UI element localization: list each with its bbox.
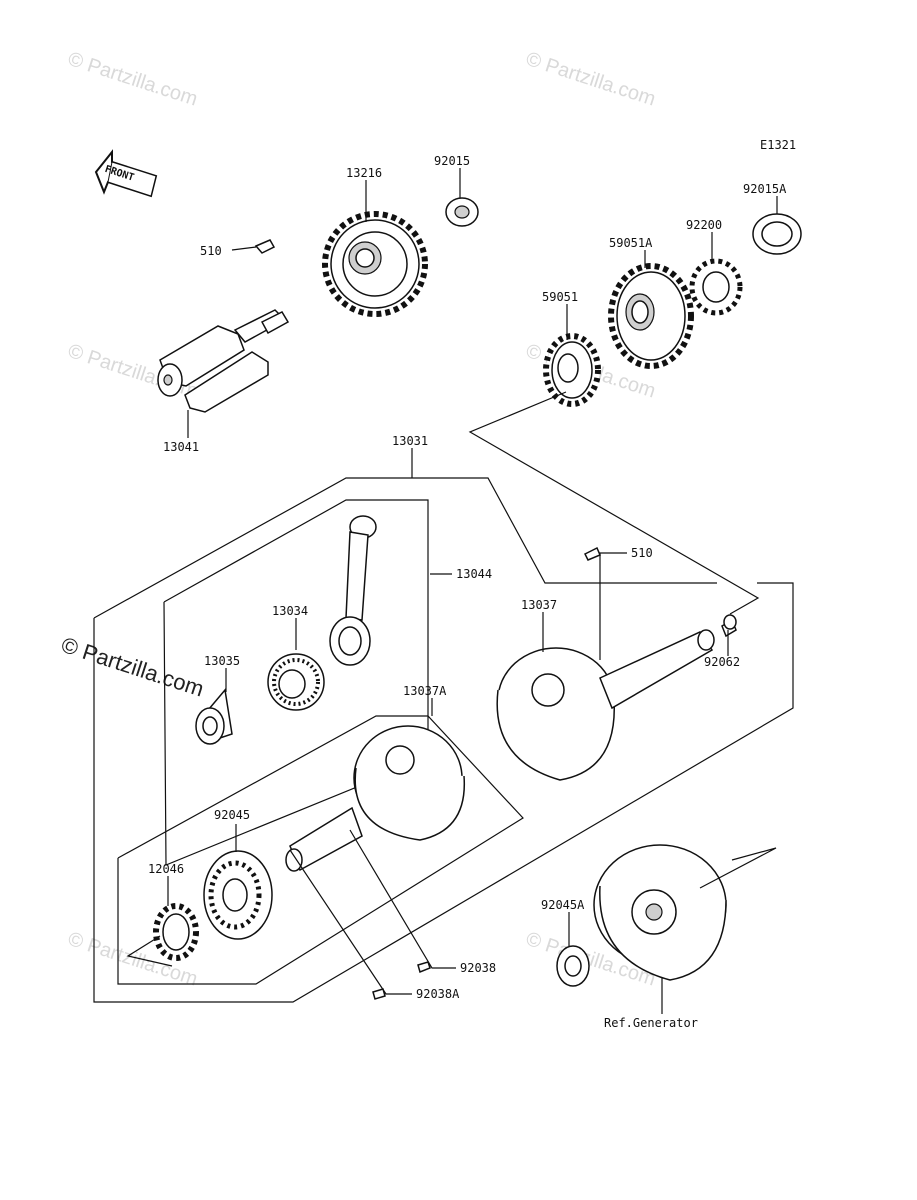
part-label-92045[interactable]: 92045 <box>214 808 251 822</box>
part-label-13037A[interactable]: 13037A <box>403 684 447 698</box>
part-label-13035[interactable]: 13035 <box>204 654 241 668</box>
gear-13216-drawing <box>322 211 428 317</box>
crank-half-13037A-drawing <box>285 725 466 872</box>
part-label-13031[interactable]: 13031 <box>392 434 429 448</box>
washer-92200-drawing <box>689 258 743 316</box>
part-label-92200[interactable]: 92200 <box>686 218 723 232</box>
nut-92015A-drawing <box>752 213 802 255</box>
leader-lines <box>167 168 778 1014</box>
part-label-92038A[interactable]: 92038A <box>416 987 460 1001</box>
crank-pin-drawing <box>195 688 233 745</box>
conrod-drawing <box>329 515 377 666</box>
part-label-13216[interactable]: 13216 <box>346 166 383 180</box>
part-label-13034[interactable]: 13034 <box>272 604 309 618</box>
part-label-13044[interactable]: 13044 <box>456 567 493 581</box>
part-label-92015A[interactable]: 92015A <box>743 182 787 196</box>
part-label-59051A[interactable]: 59051A <box>609 236 653 250</box>
part-label-510-mid[interactable]: 510 <box>631 546 653 560</box>
ref-generator-label[interactable]: Ref.Generator <box>604 1016 698 1030</box>
nut-92015-drawing <box>445 197 479 227</box>
assembly-outline <box>93 391 794 1003</box>
balancer-shaft-drawing <box>157 309 290 413</box>
front-arrow-icon <box>94 149 158 198</box>
part-label-13041[interactable]: 13041 <box>163 440 200 454</box>
bearing-92045A-drawing <box>556 945 590 987</box>
plug-92062-drawing <box>723 614 737 630</box>
part-label-510[interactable]: 510 <box>200 244 222 258</box>
part-label-13037[interactable]: 13037 <box>521 598 558 612</box>
key-icon <box>254 239 276 254</box>
key-icon <box>583 546 601 561</box>
part-label-92045A[interactable]: 92045A <box>541 898 585 912</box>
diagram-code: E1321 <box>760 138 797 152</box>
part-label-92062[interactable]: 92062 <box>704 655 741 669</box>
needle-bearing-drawing <box>267 653 325 711</box>
part-label-59051[interactable]: 59051 <box>542 290 579 304</box>
gear-59051-drawing <box>543 333 601 407</box>
part-label-92038[interactable]: 92038 <box>460 961 497 975</box>
part-label-92015[interactable]: 92015 <box>434 154 471 168</box>
key-icon <box>372 961 431 1000</box>
crank-half-13037-drawing <box>496 618 737 781</box>
gear-59051A-drawing <box>608 263 694 369</box>
sprocket-12046-drawing <box>126 903 199 967</box>
bearing-92045-drawing <box>203 850 273 940</box>
generator-rotor-drawing <box>593 844 777 981</box>
part-label-12046[interactable]: 12046 <box>148 862 185 876</box>
